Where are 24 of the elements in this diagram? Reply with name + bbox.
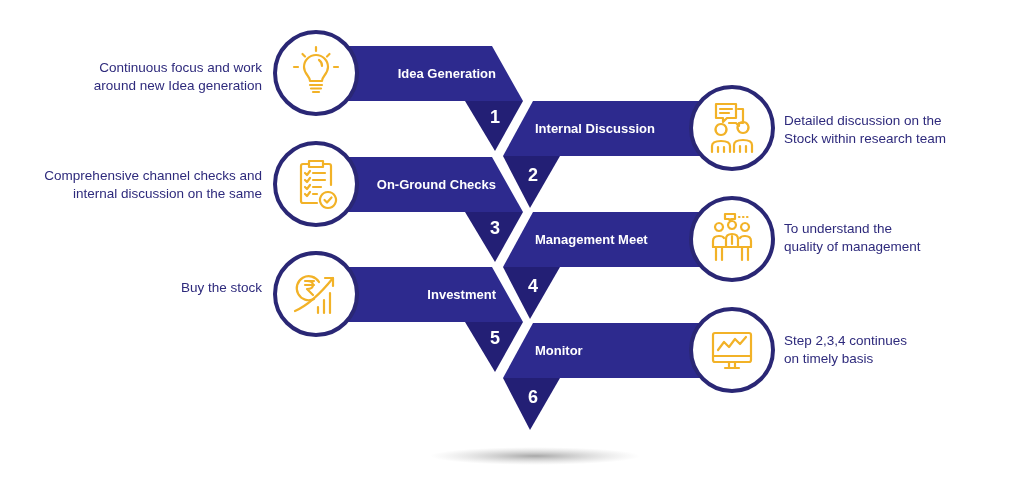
ribbon-fold: [465, 212, 523, 262]
ribbon-fold: [503, 378, 560, 430]
step-number: 6: [528, 388, 538, 406]
step-title: Internal Discussion: [535, 120, 655, 137]
step-title: Idea Generation: [397, 65, 496, 82]
step-title: Management Meet: [535, 231, 648, 248]
ribbon-fold: [465, 101, 523, 151]
step-title: Monitor: [535, 342, 583, 359]
step-description: Step 2,3,4 continues on timely basis: [784, 332, 909, 368]
step-description: Comprehensive channel checks and internal discussion on the same: [43, 167, 262, 203]
step-description: To understand the quality of management: [784, 220, 922, 256]
ribbon-fold: [503, 156, 560, 208]
step-number: 3: [490, 219, 500, 237]
step-description: Continuous focus and work around new Idea generation: [92, 59, 262, 95]
step-number: 4: [528, 277, 538, 295]
step-title: Investment: [427, 286, 496, 303]
step-number: 2: [528, 166, 538, 184]
step-number: 5: [490, 329, 500, 347]
step-number: 1: [490, 108, 500, 126]
step-title: On-Ground Checks: [376, 176, 496, 193]
step-description: Detailed discussion on the Stock within research team: [784, 112, 948, 148]
ribbon-fold: [465, 322, 523, 372]
step-description: Buy the stock: [180, 279, 262, 297]
ribbon-fold: [503, 267, 560, 319]
